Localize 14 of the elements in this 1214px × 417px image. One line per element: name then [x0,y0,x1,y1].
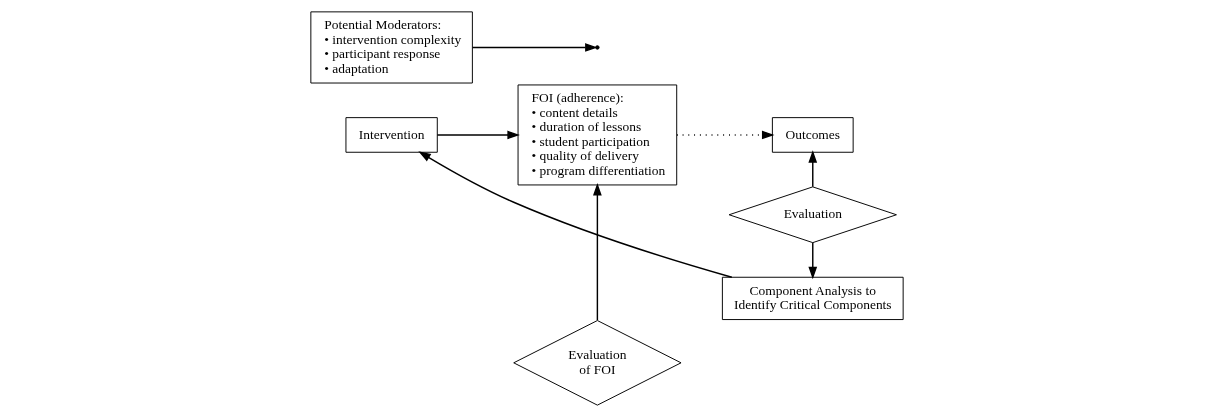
arrow [593,183,602,321]
node-box: Intervention [345,117,438,153]
node-diamond: Evaluation [728,186,897,244]
arrow [418,151,733,278]
arrow [676,130,775,140]
arrow [471,43,598,52]
node-box: Potential Moderators: • intervention complexity • participant response • adaptation [310,11,473,84]
node-box: Component Analysis to Identify Critical Components [721,276,904,321]
arrow [808,150,818,188]
arrow [436,130,520,140]
arrow [808,242,818,280]
node-box: Outcomes [771,117,854,153]
node-diamond: Evaluation of FOI [513,320,682,406]
node-box: FOI (adherence): • content details • duration of lessons • student participation • quality of delivery • program differentiation [517,84,678,186]
